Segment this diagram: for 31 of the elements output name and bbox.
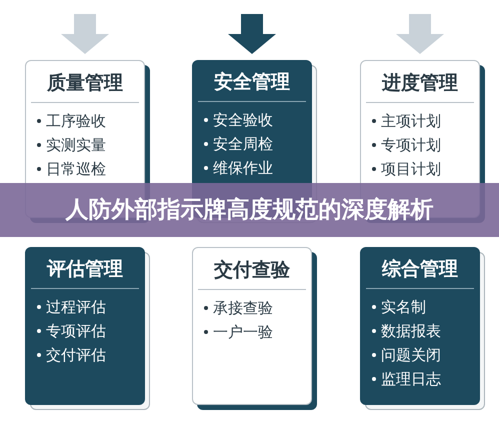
block-arrow: [61, 14, 109, 54]
bullet-item: 安全验收: [213, 110, 273, 131]
bullet-item: 一户一验: [213, 322, 273, 343]
bullet-item: 实名制: [381, 297, 426, 318]
bullet-item: 专项评估: [46, 321, 106, 342]
bullet-item: 数据报表: [381, 321, 441, 342]
category-card: [25, 247, 145, 405]
category-card: [192, 247, 312, 405]
title: 人防外部指示牌高度规范的深度解析: [66, 196, 434, 225]
bullet-item: 问题关闭: [381, 345, 441, 366]
bullet-item: 实测实量: [46, 135, 106, 156]
bullet-item: 日常巡检: [46, 159, 106, 180]
bullet-item: 工序验收: [46, 111, 106, 132]
bullet-item: 承接查验: [213, 298, 273, 319]
card-heading: 进度管理: [382, 71, 458, 95]
card-heading: 质量管理: [47, 71, 123, 95]
bullet-item: 项目计划: [381, 159, 441, 180]
card-heading: 评估管理: [47, 257, 123, 281]
bullet-item: 专项计划: [381, 135, 441, 156]
card-heading: 安全管理: [214, 70, 290, 94]
bullet-item: 安全周检: [213, 134, 273, 155]
card-heading: 综合管理: [382, 257, 458, 281]
block-arrow: [228, 14, 276, 54]
block-arrow: [396, 14, 444, 54]
bullet-item: 维保作业: [213, 158, 273, 179]
card-heading: 交付查验: [214, 258, 290, 282]
category-card: [360, 247, 480, 405]
bullet-item: 过程评估: [46, 297, 106, 318]
bullet-item: 交付评估: [46, 345, 106, 366]
bullet-item: 主项计划: [381, 111, 441, 132]
bullet-item: 监理日志: [381, 369, 441, 390]
